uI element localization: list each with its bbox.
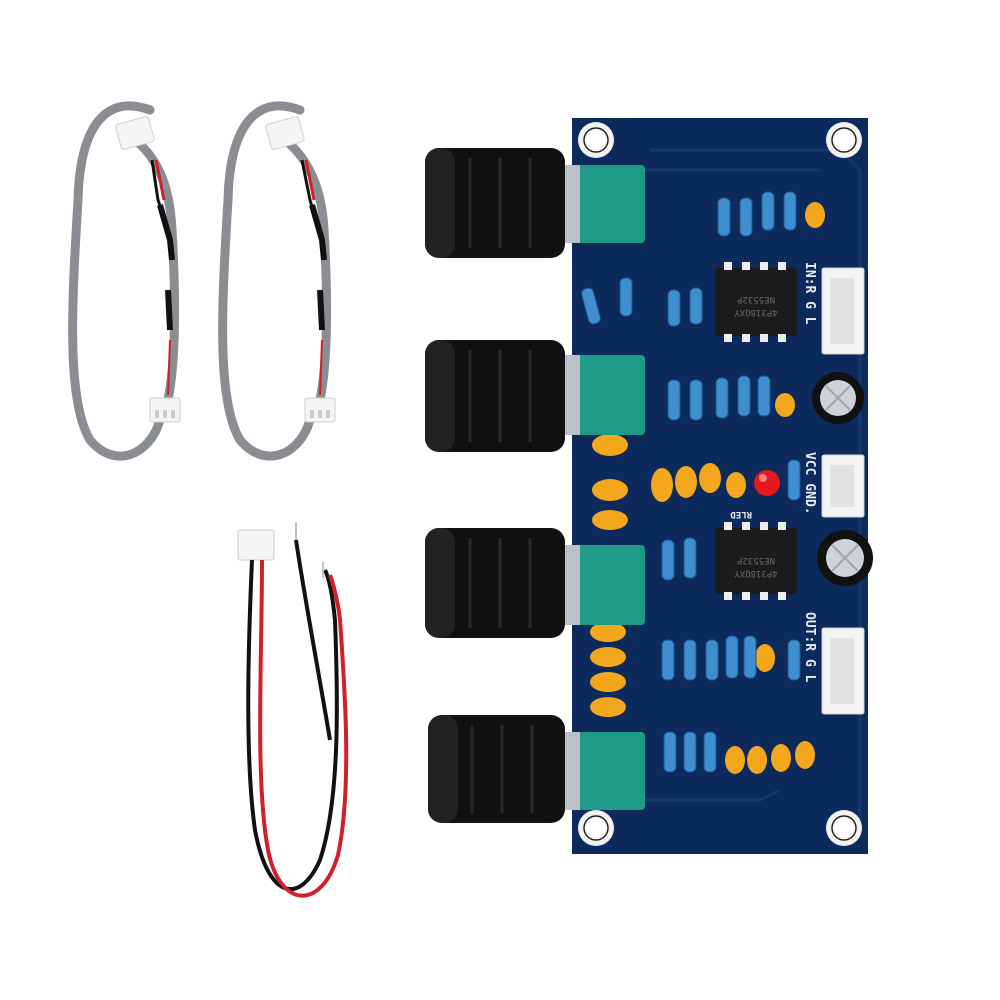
potentiometer-2[interactable] [425, 340, 645, 452]
silkscreen-power-label: VCC GND. [802, 452, 817, 515]
connector-3pin [265, 116, 305, 150]
ceramic-capacitors [590, 202, 825, 774]
potentiometer-3[interactable] [425, 528, 645, 638]
potentiometer-1[interactable] [425, 148, 645, 258]
silkscreen-input-label: IN:R G L [802, 262, 817, 325]
input-connector[interactable] [821, 267, 865, 355]
power-cable [237, 522, 349, 898]
mounting-hole [578, 810, 614, 846]
resistors [581, 191, 801, 773]
electrolytic-capacitor [817, 530, 873, 586]
opamp-chip-u2: NE5532P 4P318QXY [715, 522, 797, 600]
mounting-hole [578, 122, 614, 158]
power-connector[interactable] [821, 454, 865, 518]
chip-marking: 4P318QXY [734, 568, 778, 578]
silkscreen-led-label: RLED [730, 509, 752, 519]
connector-3pin [115, 116, 155, 150]
output-connector[interactable] [821, 627, 865, 715]
connector-2pin [237, 529, 275, 561]
signal-cable-2 [218, 101, 336, 461]
chip-marking: NE5532P [736, 294, 775, 304]
opamp-chip-u1: NE5532P 4P318QXY [715, 262, 797, 342]
mounting-hole [826, 122, 862, 158]
signal-cable-1 [68, 101, 181, 461]
potentiometer-4[interactable] [428, 715, 645, 823]
electrolytic-capacitor [812, 372, 864, 424]
chip-marking: 4P318QXY [734, 307, 778, 317]
chip-marking: NE5532P [736, 555, 775, 565]
red-led [754, 470, 780, 496]
silkscreen-output-label: OUT:R G L [802, 612, 817, 683]
mounting-hole [826, 810, 862, 846]
